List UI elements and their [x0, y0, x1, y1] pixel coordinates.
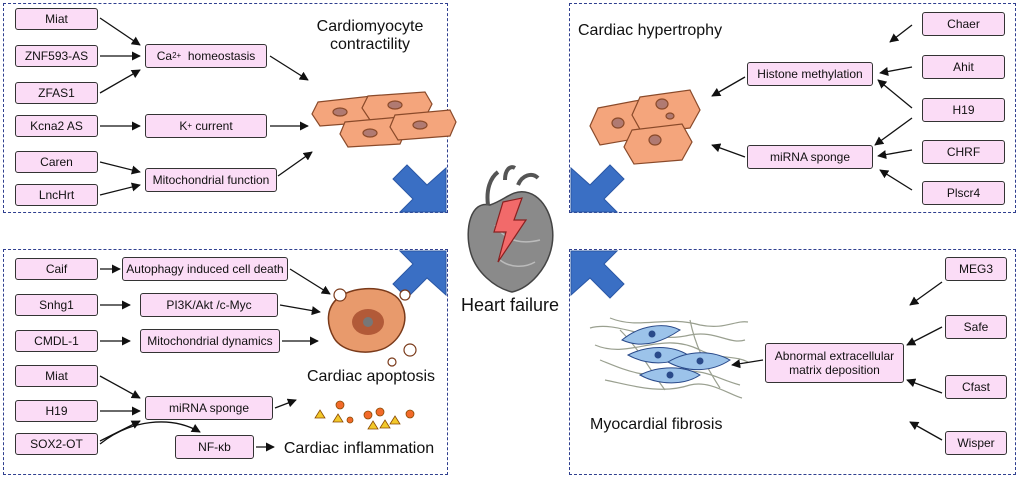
cardiac-inflammation-label: Cardiac inflammation: [283, 440, 435, 457]
mechanism-histone-methylation: Histone methylation: [747, 62, 873, 86]
gene-safe: Safe: [945, 315, 1007, 339]
k-superscript: +: [187, 121, 192, 131]
k-prefix: K: [179, 118, 188, 133]
center-arrow-top-left: [392, 164, 447, 213]
k-suffix: current: [192, 118, 233, 133]
hypertrophic-cells-icon: [589, 89, 701, 165]
center-arrow-bottom-right: [570, 250, 625, 299]
mechanism-abnormal-ecm-deposition: Abnormal extracellular matrix deposition: [765, 343, 904, 383]
mechanism-autophagy-cell-death: Autophagy induced cell death: [122, 257, 288, 281]
gene-ahit: Ahit: [922, 55, 1005, 79]
panel-cardiac-hypertrophy: [569, 3, 1016, 213]
ca-superscript: 2+: [172, 51, 182, 61]
gene-lnchrt: LncHrt: [15, 184, 98, 206]
gene-meg3: MEG3: [945, 257, 1007, 281]
mechanism-mirna-sponge-apoptosis: miRNA sponge: [145, 396, 273, 420]
gene-chaer: Chaer: [922, 12, 1005, 36]
mechanism-nf-kb: NF-κb: [175, 435, 254, 459]
gene-zfas1: ZFAS1: [15, 82, 98, 104]
apoptotic-cell-icon: [327, 287, 417, 367]
fibroblast-cells-icon: [621, 325, 731, 384]
mechanism-line-1: Abnormal extracellular: [774, 348, 895, 363]
gene-cfast: Cfast: [945, 375, 1007, 399]
gene-miat: Miat: [15, 8, 98, 30]
gene-chrf: CHRF: [922, 140, 1005, 164]
mechanism-pi3k-akt-cmyc: PI3K/Akt /c-Myc: [140, 293, 278, 317]
mechanism-k-current: K+ current: [145, 114, 267, 138]
gene-wisper: Wisper: [945, 431, 1007, 455]
gene-cmdl-1: CMDL-1: [15, 330, 98, 352]
cardiac-hypertrophy-title: Cardiac hypertrophy: [578, 22, 723, 39]
gene-znf593-as: ZNF593-AS: [15, 45, 98, 67]
ca-prefix: Ca: [156, 48, 173, 63]
gene-caif: Caif: [15, 258, 98, 280]
gene-plscr4: Plscr4: [922, 181, 1005, 205]
gene-caren: Caren: [15, 151, 98, 173]
gene-miat-apoptosis: Miat: [15, 365, 98, 387]
ca-suffix: homeostasis: [181, 48, 256, 63]
gene-h19: H19: [922, 98, 1005, 122]
gene-snhg1: Snhg1: [15, 294, 98, 316]
panel-myocardial-fibrosis: [569, 249, 1016, 475]
mechanism-mitochondrial-function: Mitochondrial function: [145, 168, 277, 192]
mechanism-mirna-sponge-hypertrophy: miRNA sponge: [747, 145, 873, 169]
title-line-1: Cardiomyocyte: [316, 18, 424, 35]
gene-h19-apoptosis: H19: [15, 400, 98, 422]
myocardial-fibrosis-title: Myocardial fibrosis: [590, 416, 723, 433]
title-line-2: contractility: [329, 36, 411, 54]
lightning-icon: [493, 197, 528, 263]
center-arrow-top-right: [570, 164, 625, 213]
gene-sox2-ot: SOX2-OT: [15, 433, 98, 455]
cardiomyocyte-contractility-title: Cardiomyocyte contractility: [300, 18, 440, 55]
inflammation-particles-icon: [314, 400, 415, 430]
heart-failure-label: Heart failure: [460, 295, 560, 315]
cardiomyocyte-cells-icon: [311, 91, 457, 148]
mechanism-line-2: matrix deposition: [789, 363, 880, 377]
panel-cardiac-apoptosis-inflammation: [3, 249, 448, 475]
center-arrow-bottom-left: [392, 250, 447, 299]
gene-kcna2-as: Kcna2 AS: [15, 115, 98, 137]
connector-arrows: [99, 17, 943, 452]
panel-cardiomyocyte-contractility: [3, 3, 448, 213]
cardiac-apoptosis-label: Cardiac apoptosis: [306, 368, 436, 385]
mechanism-mitochondrial-dynamics: Mitochondrial dynamics: [140, 329, 280, 353]
